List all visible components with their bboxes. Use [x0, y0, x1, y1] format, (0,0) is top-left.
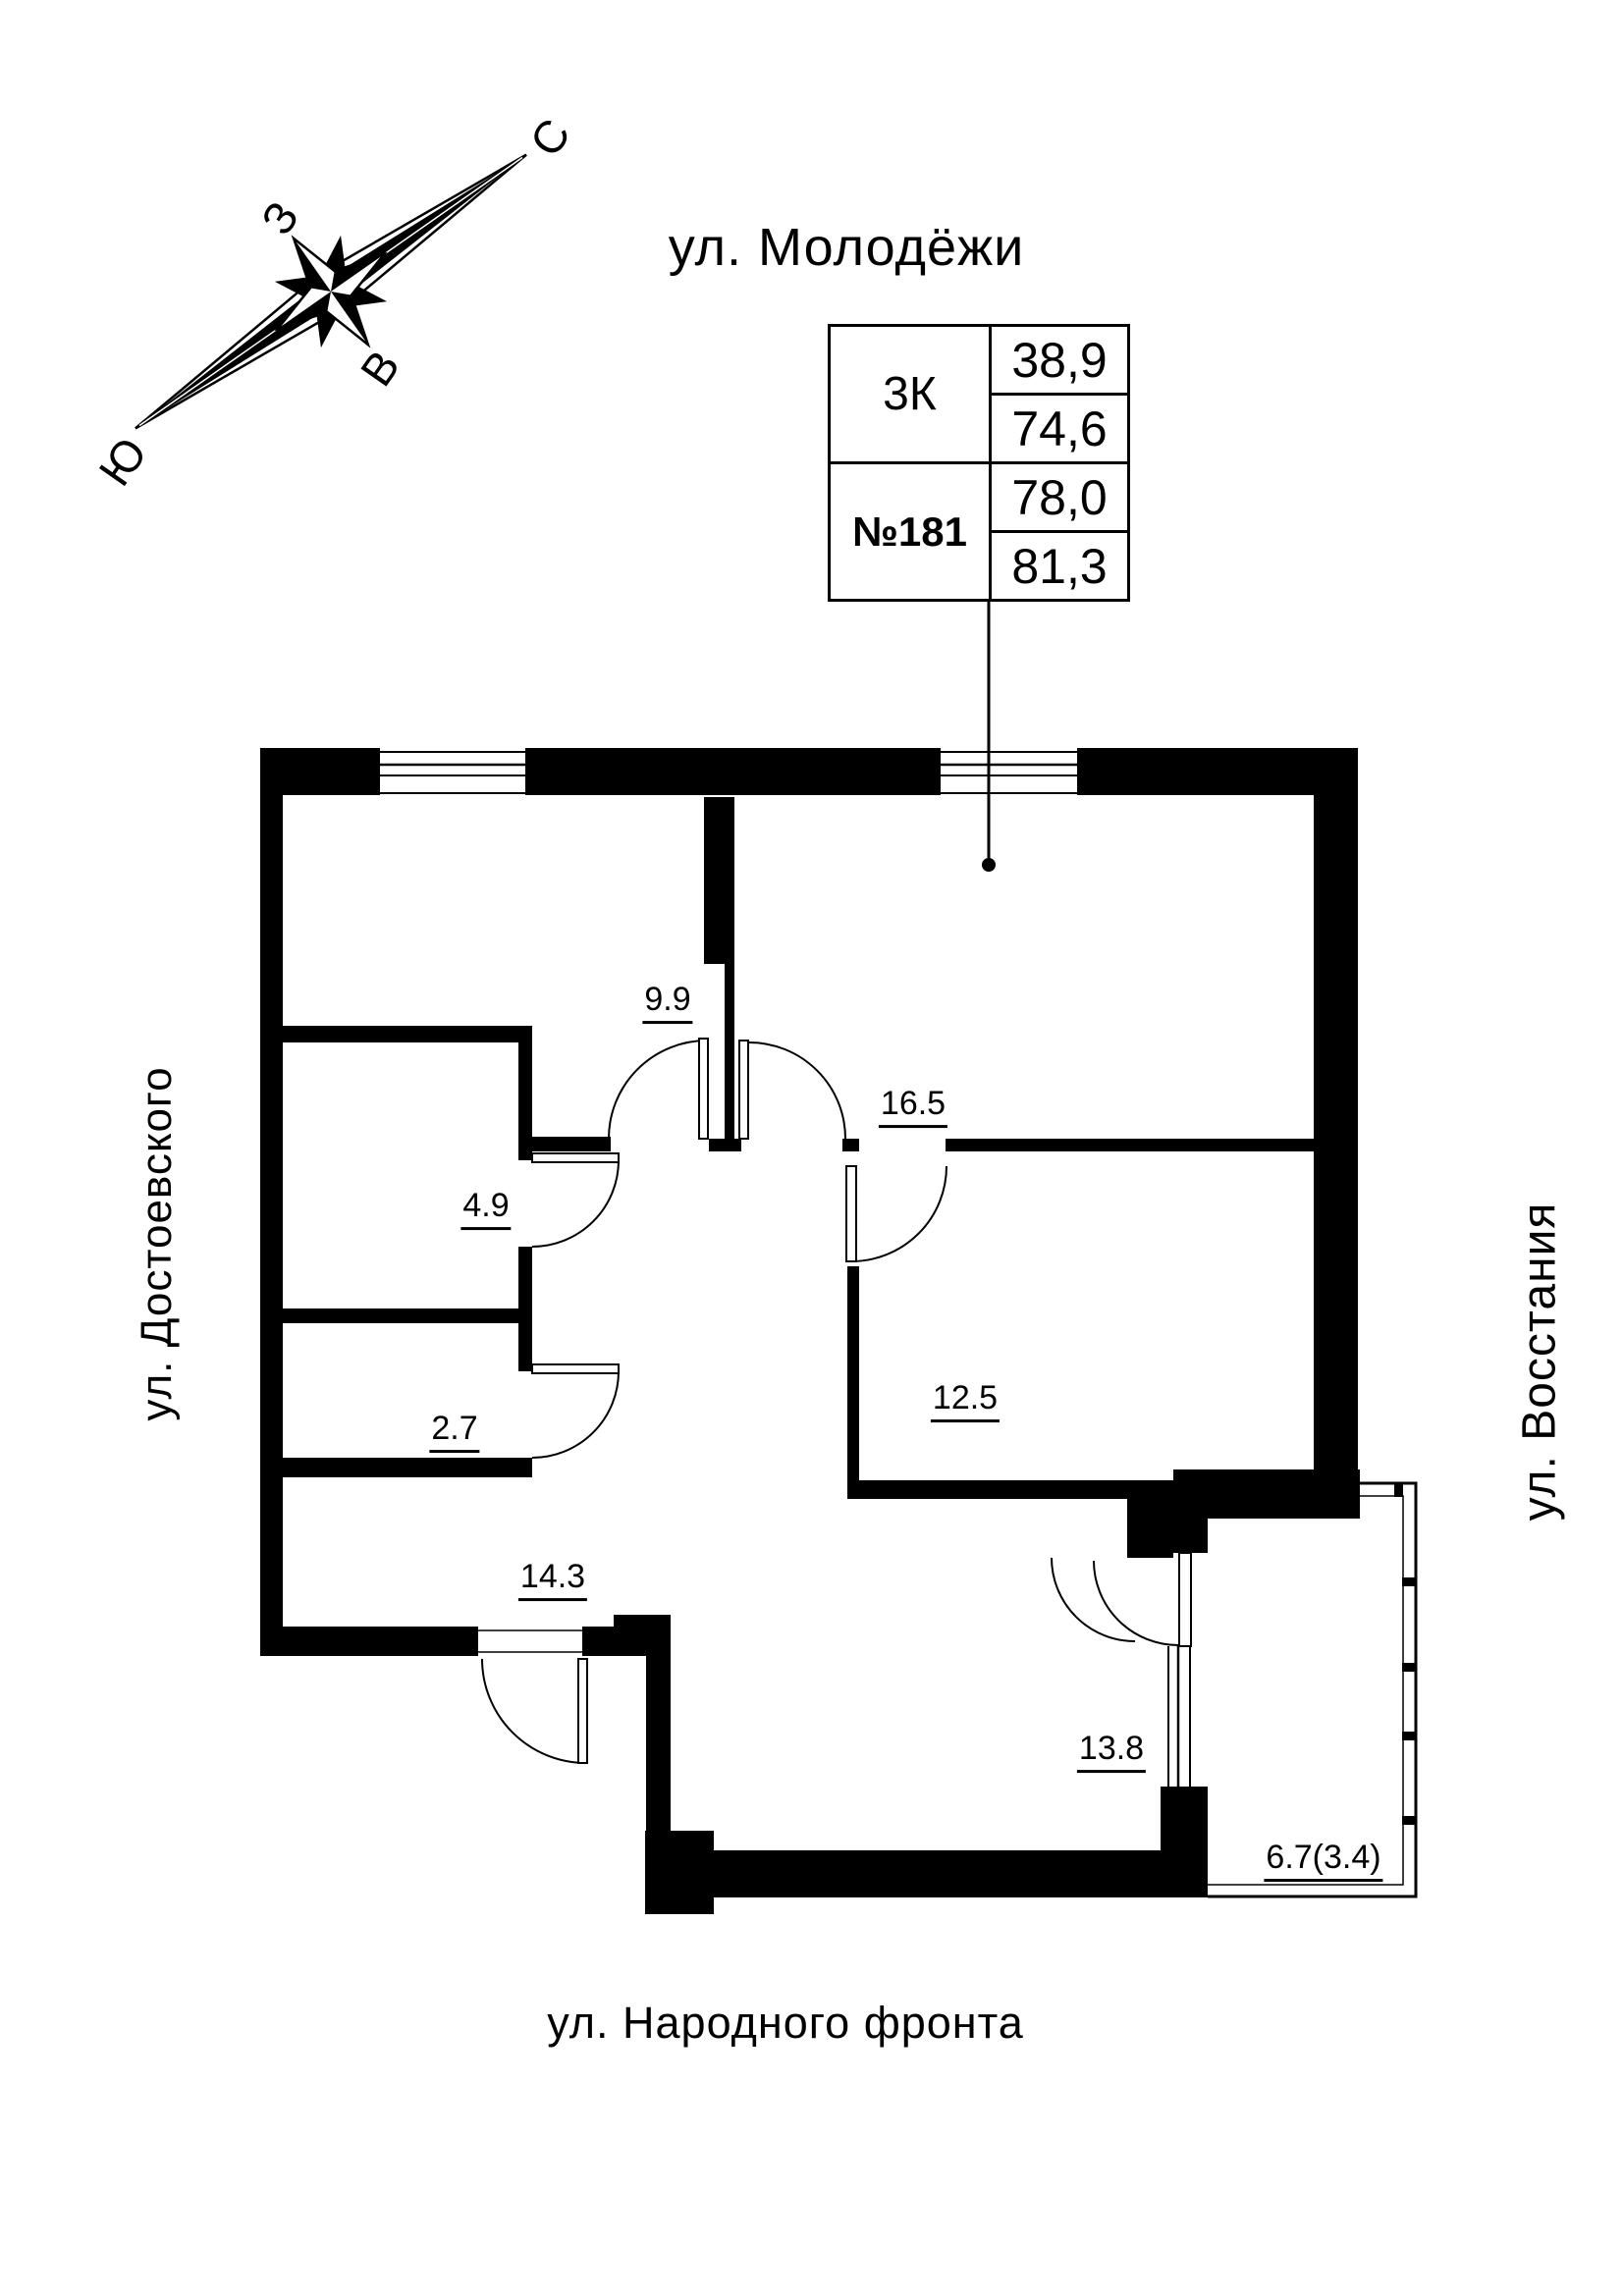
room-area-living: 16.5: [878, 1086, 948, 1128]
area-balcony-coeff-value: 78,0: [989, 461, 1130, 533]
room-area-wc: 2.7: [429, 1411, 480, 1453]
compass-rose: С З В Ю: [88, 109, 580, 495]
wall-top-middle: [525, 748, 941, 795]
door-living: [738, 1040, 846, 1140]
wall-wc-bottom: [282, 1458, 532, 1477]
compass-label-south: Ю: [88, 428, 156, 495]
street-label-top: ул. Молодёжи: [668, 218, 1025, 277]
balcony-glazing: [1208, 1481, 1418, 1898]
balcony-mullions: [1339, 1482, 1417, 1825]
door-balcony: [1093, 1552, 1192, 1647]
living-area-value: 38,9: [989, 324, 1130, 396]
room-area-bathroom: 4.9: [460, 1188, 512, 1230]
room-area-corridor: 14.3: [517, 1559, 588, 1601]
street-label-right: ул. Восстания: [1513, 1201, 1566, 1522]
wall-bath-right-upper: [518, 1042, 532, 1160]
wall-hall-bath: [282, 1026, 532, 1042]
wall-hall-living-stub: [725, 964, 734, 1139]
door-bathroom: [531, 1152, 620, 1248]
room-area-balcony: 6.7(3.4): [1264, 1840, 1383, 1882]
compass-label-north: С: [519, 109, 580, 165]
apartment-info-table: 3К 38,9 74,6 №181 78,0 81,3: [828, 324, 1130, 602]
leader-line: [982, 601, 996, 872]
window-hall: [372, 751, 533, 794]
wall-living-bedroom: [946, 1139, 1314, 1151]
wall-kitchen-left: [646, 1656, 671, 1831]
apartment-type: 3К: [828, 324, 992, 464]
wall-left: [260, 748, 283, 1656]
window-living: [933, 751, 1084, 794]
window-kitchen: [1167, 1640, 1191, 1792]
wall-bath-wc: [282, 1308, 532, 1323]
wall-hall-living: [704, 797, 734, 964]
window-bedroom: [1319, 1234, 1352, 1428]
door-hall: [608, 1038, 709, 1140]
walls: [260, 748, 1360, 1914]
windows: [372, 751, 1352, 1792]
leader-dot: [982, 858, 996, 872]
area-without-balcony-value: 74,6: [989, 393, 1130, 464]
door-bedroom-kitchen: [1051, 1557, 1136, 1642]
compass-label-west: З: [251, 192, 309, 244]
room-area-hall: 9.9: [642, 982, 693, 1024]
doors: [478, 1038, 1192, 1764]
door-bedroom: [845, 1165, 947, 1262]
compass-star-cardinal: [274, 235, 388, 348]
door-wc: [531, 1363, 620, 1459]
street-label-bottom: ул. Народного фронта: [547, 1998, 1024, 2048]
wall-kitchen-bottom: [646, 1850, 1161, 1897]
door-entrance: [478, 1629, 588, 1764]
wall-bedroom-bottom: [847, 1480, 1127, 1499]
wall-top-right: [1077, 748, 1358, 795]
compass-label-east: В: [351, 342, 409, 396]
street-label-left: ул. Достоевского: [133, 1066, 181, 1421]
wall-bedroom-left: [847, 1266, 859, 1490]
apartment-number: №181: [828, 461, 992, 602]
area-with-balcony-value: 81,3: [989, 530, 1130, 602]
room-area-bedroom: 12.5: [930, 1380, 1001, 1422]
room-area-kitchen: 13.8: [1076, 1731, 1147, 1773]
